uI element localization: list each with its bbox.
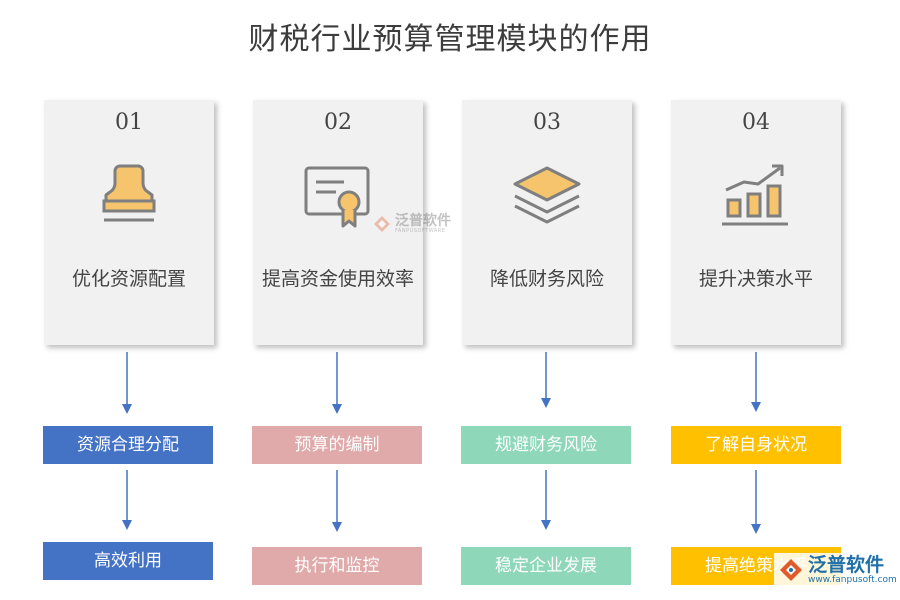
step-box-3-2: 稳定企业发展 xyxy=(461,547,631,585)
card-number: 04 xyxy=(742,110,770,135)
watermark: 泛普软件 FANPUSOFTWARE xyxy=(372,214,451,234)
arrow-down-icon xyxy=(332,352,342,414)
growth-chart-icon xyxy=(722,164,788,226)
arrow-down-icon xyxy=(541,470,551,530)
watermark-name: 泛普软件 xyxy=(395,213,451,229)
card-number: 02 xyxy=(324,110,352,135)
card-label: 优化资源配置 xyxy=(71,268,186,290)
brand-url: www.fanpusoft.com xyxy=(808,575,897,585)
card-number: 01 xyxy=(115,110,143,135)
step-box-1-1: 资源合理分配 xyxy=(43,426,213,464)
card-1: 01 优化资源配置 xyxy=(44,100,214,345)
card-label: 降低财务风险 xyxy=(489,268,604,290)
brand-logo-icon xyxy=(780,559,802,581)
card-4: 04 提升决策水平 xyxy=(671,100,841,345)
certificate-icon xyxy=(304,166,370,228)
brand-name: 泛普软件 xyxy=(808,554,885,576)
brand-logo: 泛普软件 www.fanpusoft.com xyxy=(774,553,900,587)
page-title: 财税行业预算管理模块的作用 xyxy=(248,22,652,57)
arrow-down-icon xyxy=(751,352,761,412)
step-box-3-1: 规避财务风险 xyxy=(461,426,631,464)
arrow-down-icon xyxy=(332,470,342,532)
step-box-2-1: 预算的编制 xyxy=(252,426,422,464)
step-box-1-2: 高效利用 xyxy=(43,542,213,580)
arrow-down-icon xyxy=(751,470,761,534)
card-label: 提高资金使用效率 xyxy=(261,268,414,290)
brand-logo-icon xyxy=(374,216,390,232)
card-3: 03 降低财务风险 xyxy=(462,100,632,345)
card-label: 提升决策水平 xyxy=(698,268,813,290)
arrow-down-icon xyxy=(541,352,551,408)
step-box-4-1: 了解自身状况 xyxy=(671,426,841,464)
watermark-sub: FANPUSOFTWARE xyxy=(395,228,446,234)
layers-icon xyxy=(513,166,581,224)
step-box-2-2: 执行和监控 xyxy=(252,547,422,585)
card-number: 03 xyxy=(533,110,561,135)
card-2: 02 提高资金使用效率 xyxy=(253,100,423,345)
stamp-icon xyxy=(102,164,156,222)
arrow-down-icon xyxy=(122,352,132,414)
arrow-down-icon xyxy=(122,470,132,530)
